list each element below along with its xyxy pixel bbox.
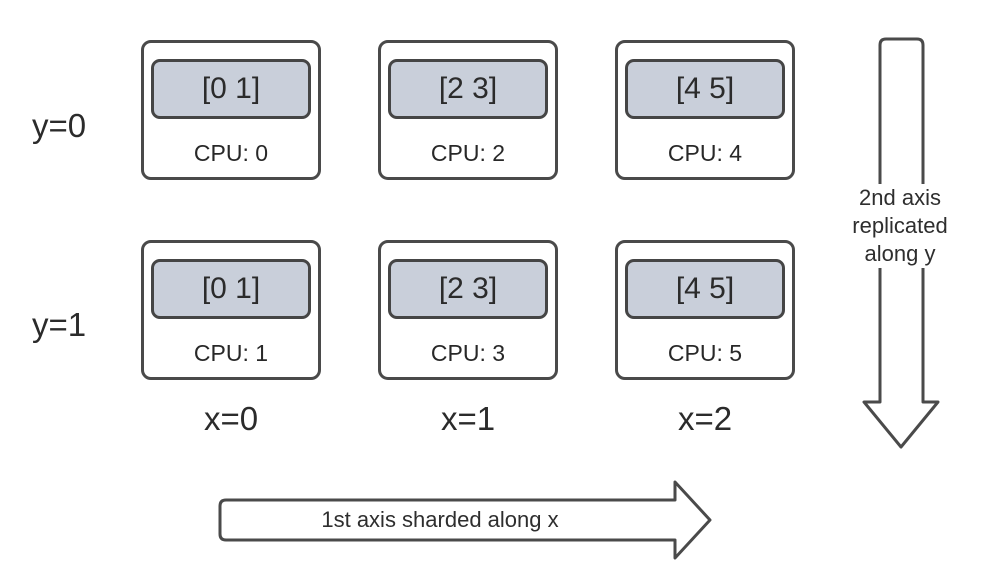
shard-values: [2 3] bbox=[438, 72, 498, 105]
cpu-label: CPU: 3 bbox=[430, 340, 506, 366]
device-card: [4 5] CPU: 5 bbox=[615, 240, 795, 380]
shard-box: [0 1] bbox=[151, 59, 311, 119]
cpu-label: CPU: 0 bbox=[193, 140, 269, 166]
shard-box: [4 5] bbox=[625, 59, 785, 119]
device-card: [4 5] CPU: 4 bbox=[615, 40, 795, 180]
cpu-label: CPU: 2 bbox=[430, 140, 506, 166]
cpu-label: CPU: 1 bbox=[193, 340, 269, 366]
x-axis-annotation: 1st axis sharded along x bbox=[321, 507, 559, 532]
col-label-x1: x=1 bbox=[440, 400, 496, 437]
cpu-label: CPU: 5 bbox=[667, 340, 743, 366]
shard-box: [4 5] bbox=[625, 259, 785, 319]
shard-values: [4 5] bbox=[675, 272, 735, 305]
row-label-y0: y=0 bbox=[31, 107, 87, 144]
col-label-x2: x=2 bbox=[677, 400, 733, 437]
y-axis-annotation: 2nd axis replicated along y bbox=[830, 184, 970, 268]
device-card: [2 3] CPU: 2 bbox=[378, 40, 558, 180]
shard-box: [2 3] bbox=[388, 59, 548, 119]
shard-values: [0 1] bbox=[201, 272, 261, 305]
row-label-y1: y=1 bbox=[31, 306, 87, 343]
shard-values: [0 1] bbox=[201, 72, 261, 105]
cpu-label: CPU: 4 bbox=[667, 140, 743, 166]
shard-values: [2 3] bbox=[438, 272, 498, 305]
shard-values: [4 5] bbox=[675, 72, 735, 105]
col-label-x0: x=0 bbox=[203, 400, 259, 437]
device-card: [2 3] CPU: 3 bbox=[378, 240, 558, 380]
shard-box: [2 3] bbox=[388, 259, 548, 319]
device-card: [0 1] CPU: 0 bbox=[141, 40, 321, 180]
shard-box: [0 1] bbox=[151, 259, 311, 319]
x-axis-arrow-icon bbox=[218, 480, 712, 560]
device-card: [0 1] CPU: 1 bbox=[141, 240, 321, 380]
